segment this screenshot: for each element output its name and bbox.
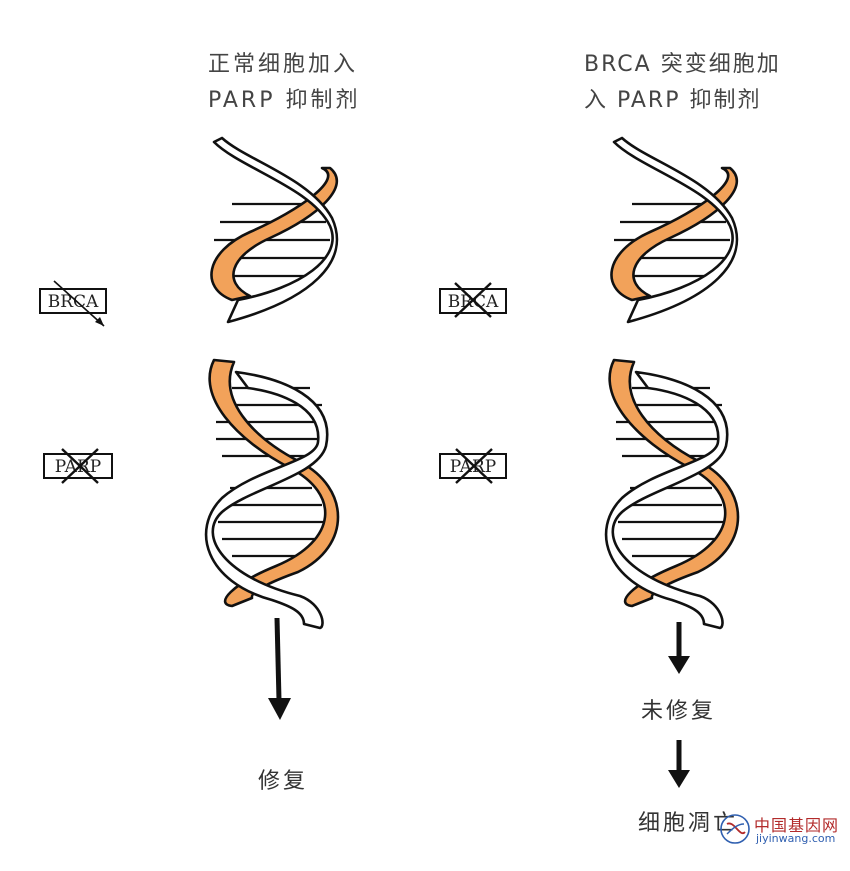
right-title-line1: BRCA 突变细胞加 — [584, 52, 781, 77]
right-brca-box: BRCA — [439, 281, 507, 319]
right-down-arrow-1-icon — [668, 622, 690, 674]
left-dna-upper — [210, 136, 339, 324]
left-brca-arrow-line — [53, 280, 105, 327]
watermark-name: 中国基因网 — [754, 816, 840, 835]
left-dna-lower — [204, 358, 340, 630]
right-outcome-label-1: 未修复 — [641, 699, 717, 724]
left-brca-label: BRCA — [48, 292, 99, 312]
right-dna-upper — [610, 136, 739, 324]
left-outcome-label: 修复 — [258, 769, 309, 794]
right-dna-lower — [604, 358, 740, 630]
left-brca-box: BRCA — [39, 280, 107, 327]
right-parp-box: PARP — [439, 447, 507, 485]
right-down-arrow-2-icon — [668, 740, 690, 788]
watermark: 中国基因网 jiyinwang.com — [718, 810, 843, 850]
right-title-line2: 入 PARP 抑制剂 — [584, 88, 762, 113]
watermark-logo-icon — [720, 814, 750, 844]
left-down-arrow-icon — [268, 617, 291, 720]
left-title-line2: PARP 抑制剂 — [208, 88, 361, 113]
left-parp-box: PARP — [43, 447, 113, 485]
watermark-url: jiyinwang.com — [756, 832, 836, 845]
right-outcome-label-2: 细胞凋亡 — [638, 811, 739, 836]
right-brca-label: BRCA — [448, 292, 499, 312]
left-title-line1: 正常细胞加入 — [208, 52, 359, 77]
left-brca-arrow-head — [95, 317, 104, 326]
